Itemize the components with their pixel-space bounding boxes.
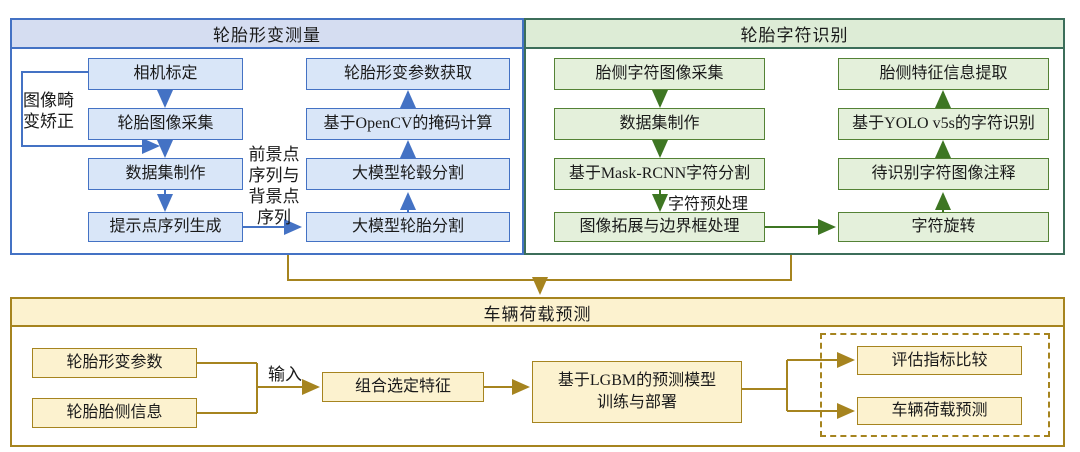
node-yolo-char-recognition: 基于YOLO v5s的字符识别	[838, 108, 1049, 140]
node-sidewall-char-capture: 胎侧字符图像采集	[554, 58, 765, 90]
section-load-prediction-title: 车辆荷载预测	[12, 299, 1063, 327]
node-vehicle-load-prediction: 车辆荷载预测	[857, 397, 1022, 425]
node-lgbm-model-training: 基于LGBM的预测模型 训练与部署	[532, 361, 742, 423]
node-char-rotation: 字符旋转	[838, 212, 1049, 242]
node-mask-rcnn-segmentation: 基于Mask-RCNN字符分割	[554, 158, 765, 190]
label-image-distortion-correction: 图像畸 变矫正	[23, 91, 74, 131]
node-deform-param-acquisition: 轮胎形变参数获取	[306, 58, 510, 90]
node-camera-calibration: 相机标定	[88, 58, 243, 90]
output-dashed-group	[820, 333, 1050, 437]
node-opencv-mask-calc: 基于OpenCV的掩码计算	[306, 108, 510, 140]
node-tire-deform-params: 轮胎形变参数	[32, 348, 197, 378]
label-fg-bg-point-sequence: 前景点 序列与 背景点 序列	[248, 145, 300, 227]
section-tire-deformation-title: 轮胎形变测量	[12, 20, 522, 49]
node-ocr-dataset-creation: 数据集制作	[554, 108, 765, 140]
node-char-image-annotation: 待识别字符图像注释	[838, 158, 1049, 190]
node-sidewall-feature-extraction: 胎侧特征信息提取	[838, 58, 1049, 90]
section-char-recognition-title: 轮胎字符识别	[526, 20, 1063, 49]
node-tire-sidewall-info: 轮胎胎侧信息	[32, 398, 197, 428]
node-tire-image-capture: 轮胎图像采集	[88, 108, 243, 140]
node-combine-features: 组合选定特征	[322, 372, 484, 402]
label-char-preprocessing: 字符预处理	[668, 196, 749, 213]
node-eval-metric-comparison: 评估指标比较	[857, 346, 1022, 375]
node-image-expand-bbox: 图像拓展与边界框处理	[554, 212, 765, 242]
node-prompt-point-generation: 提示点序列生成	[88, 212, 243, 242]
node-model-tire-segmentation: 大模型轮胎分割	[306, 212, 510, 242]
node-model-hub-segmentation: 大模型轮毂分割	[306, 158, 510, 190]
label-input: 输入	[268, 365, 302, 384]
node-deform-dataset-creation: 数据集制作	[88, 158, 243, 190]
